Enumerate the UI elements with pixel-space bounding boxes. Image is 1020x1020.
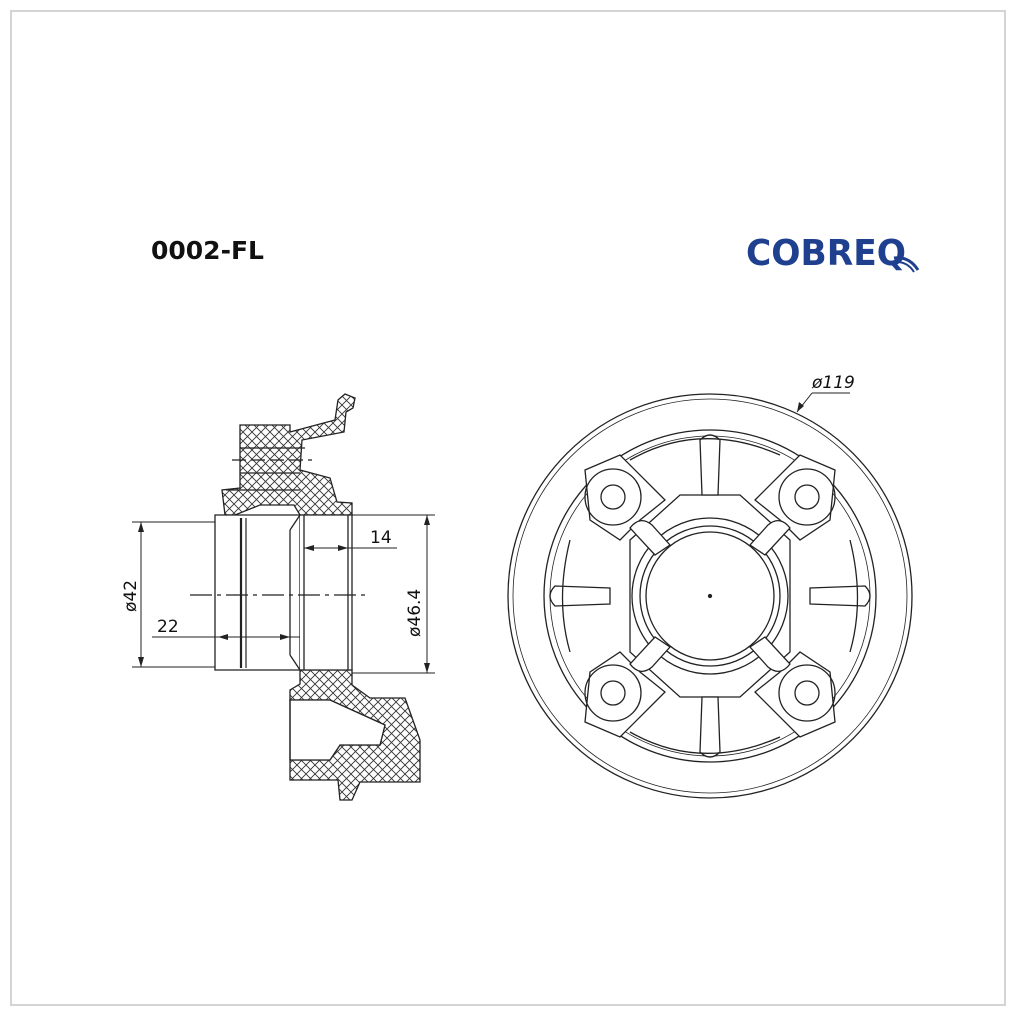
dim-outer-diameter: ø46.4 — [405, 589, 425, 637]
cobreq-logo: COBREQ — [746, 233, 920, 274]
upper-flange-section — [221, 393, 356, 516]
dim-bore-diameter: ø42 — [121, 580, 141, 612]
bore-body — [214, 514, 301, 671]
radial-slots — [549, 434, 871, 758]
logo-wordmark: COBREQ — [746, 233, 906, 274]
part-code-label: 0002-FL — [151, 236, 264, 265]
bolt-lugs — [584, 454, 836, 738]
dim-flange-diameter: ø119 — [811, 373, 855, 393]
section-view — [132, 393, 435, 801]
image-frame — [10, 10, 1006, 1006]
front-view — [507, 392, 913, 799]
dim-depth-a: 14 — [370, 528, 392, 548]
dim-depth-b: 22 — [157, 617, 179, 637]
